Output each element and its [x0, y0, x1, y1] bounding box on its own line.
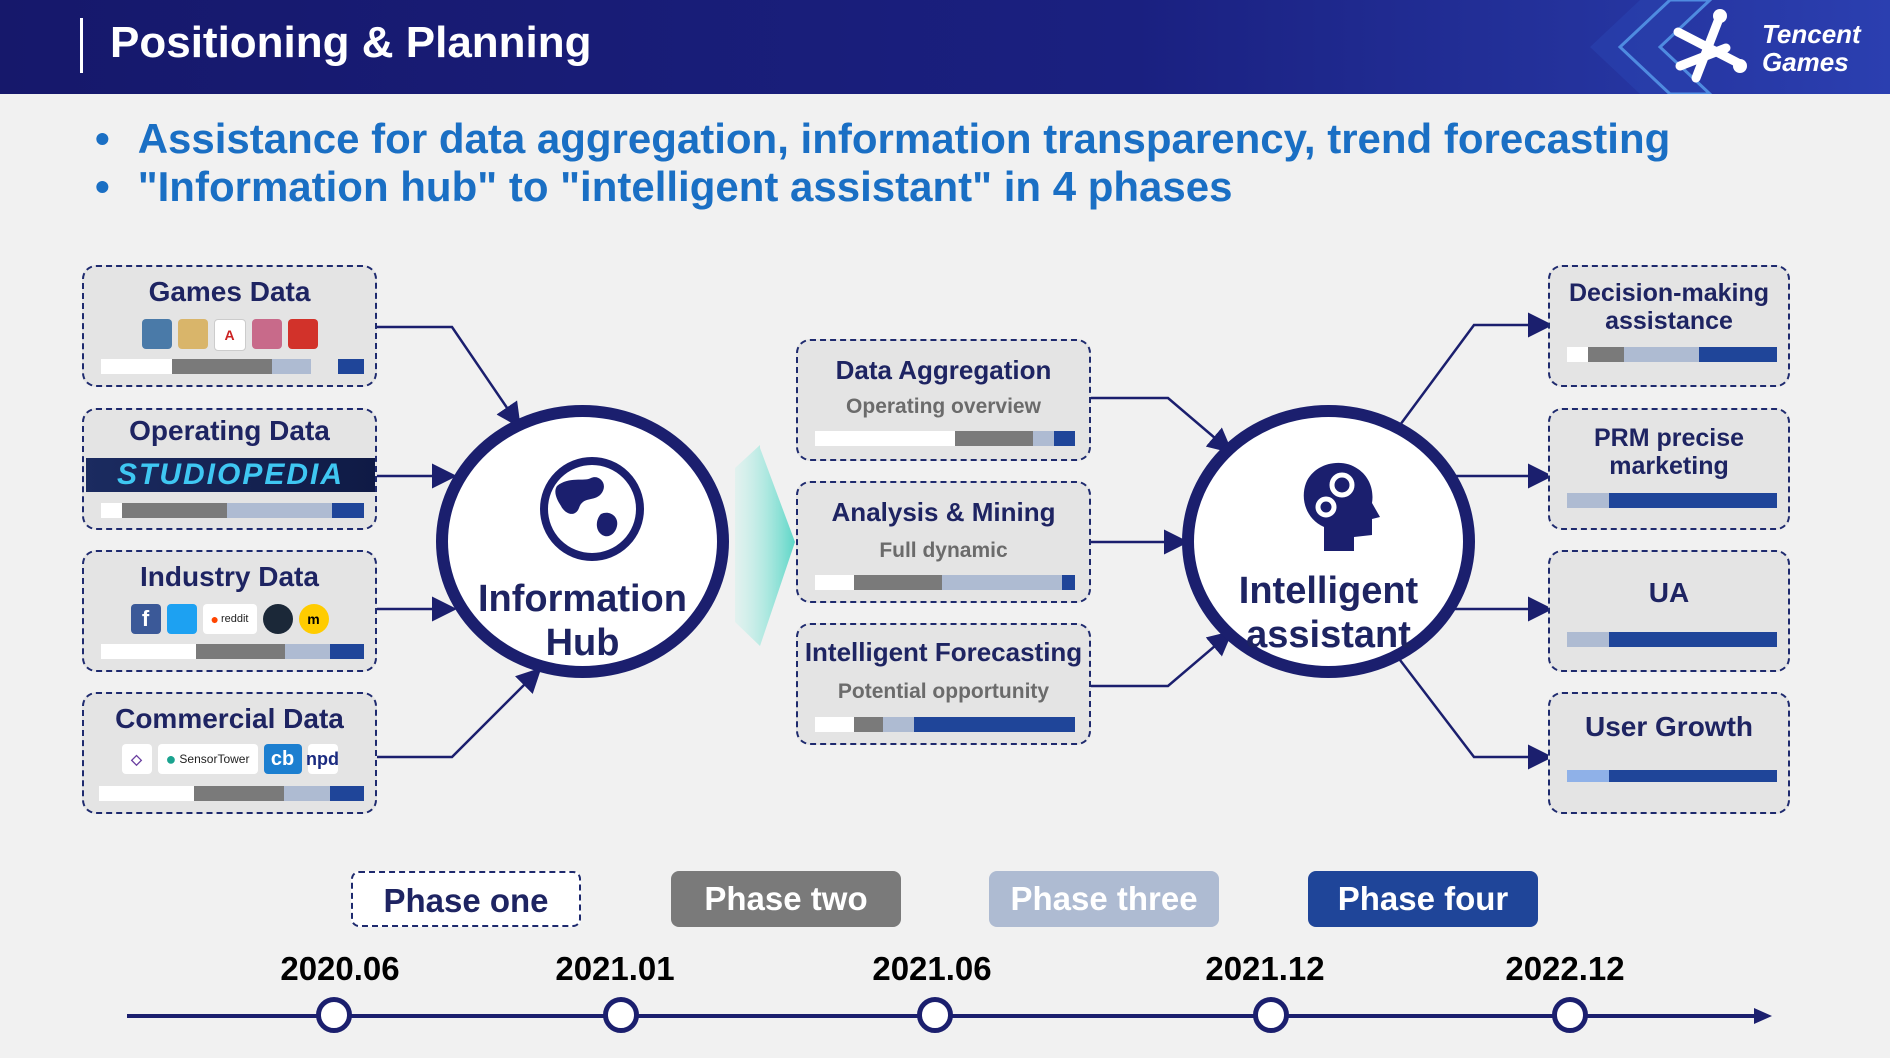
phase-one-label: Phase one [351, 871, 581, 927]
steam-icon [262, 604, 293, 634]
tencent-games-logo-icon [1673, 9, 1747, 83]
progress-bar [101, 359, 364, 374]
card-subtitle: Operating overview [846, 395, 1041, 418]
card-title-line-1: User Growth [1584, 711, 1754, 742]
card-operating-data: Operating Data STUDIOPEDIA [82, 408, 377, 530]
phase-four-label: Phase four [1308, 871, 1538, 927]
card-prm-marketing: PRM precise marketing [1548, 408, 1790, 530]
card-decision-making: Decision-making assistance [1548, 265, 1790, 387]
pubg-icon [141, 319, 172, 349]
timeline-node [1253, 997, 1289, 1033]
card-analysis-mining: Analysis & Mining Full dynamic [796, 481, 1091, 603]
metacritic-icon: m [298, 604, 329, 634]
card-title: Data Aggregation [835, 355, 1052, 385]
cb-icon: cb [263, 744, 302, 774]
progress-bar [99, 786, 364, 801]
card-title: Commercial Data [115, 703, 344, 734]
card-title-line-1: PRM precise [1593, 424, 1745, 452]
arknights-icon: A [213, 319, 246, 351]
card-industry-data: Industry Data f ●reddit m [82, 550, 377, 672]
card-title: Analysis & Mining [831, 497, 1056, 527]
card-data-aggregation: Data Aggregation Operating overview [796, 339, 1091, 461]
progress-bar [815, 431, 1075, 446]
progress-bar [1567, 632, 1777, 647]
progress-bar [1567, 493, 1777, 508]
progress-bar [101, 503, 364, 518]
industry-logo-row: f ●reddit m [84, 604, 375, 634]
card-commercial-data: Commercial Data ◇ ●SensorTower cb npd [82, 692, 377, 814]
timeline-node [603, 997, 639, 1033]
commercial-logo-row: ◇ ●SensorTower cb npd [84, 744, 375, 774]
timeline-date: 2022.12 [1505, 950, 1625, 987]
npd-icon: npd [306, 744, 339, 774]
card-ua: UA [1548, 550, 1790, 672]
bullet-1-text: Assistance for data aggregation, informa… [137, 115, 1671, 162]
card-title: Operating Data [129, 415, 330, 446]
card-subtitle: Potential opportunity [837, 680, 1050, 703]
timeline-date: 2021.01 [555, 950, 675, 987]
phase-three-label: Phase three [989, 871, 1219, 927]
studiopedia-banner: STUDIOPEDIA [86, 458, 375, 492]
timeline-node [917, 997, 953, 1033]
progress-bar [1567, 347, 1777, 362]
appannie-icon: ◇ [121, 744, 152, 774]
header-bar [0, 0, 1890, 94]
progress-bar [815, 575, 1075, 590]
timeline-date: 2020.06 [280, 950, 400, 987]
card-games-data: Games Data A [82, 265, 377, 387]
card-title-line-2: assistance [1605, 307, 1733, 335]
sensortower-text: SensorTower [179, 752, 250, 766]
timeline-date: 2021.06 [872, 950, 992, 987]
twitter-icon [166, 604, 197, 634]
card-title: Games Data [148, 276, 311, 307]
card-title: Intelligent Forecasting [804, 637, 1083, 667]
intelligent-assistant-circle: Intelligent assistant [1182, 405, 1475, 678]
assistant-label-line-1: Intelligent [1238, 570, 1419, 612]
assistant-label-line-2: assistant [1246, 614, 1411, 656]
timeline-node [1552, 997, 1588, 1033]
card-title-line-1: Decision-making [1568, 279, 1770, 307]
card-title: Industry Data [140, 561, 319, 592]
phase-two-label: Phase two [671, 871, 901, 927]
card-title-line-1: UA [1648, 577, 1690, 608]
bullet-1: •Assistance for data aggregation, inform… [95, 115, 1671, 162]
facebook-icon: f [130, 604, 161, 634]
reddit-text: reddit [220, 613, 249, 625]
brain-gears-icon [1303, 462, 1380, 551]
games-logo-row: A [84, 319, 375, 351]
flow-arrow-icon [735, 445, 795, 646]
card-subtitle: Full dynamic [879, 539, 1008, 562]
page-title: Positioning & Planning [110, 18, 592, 67]
sensortower-icon: ●SensorTower [157, 744, 258, 774]
progress-bar [1567, 770, 1777, 782]
timeline-date: 2021.12 [1205, 950, 1325, 987]
bullet-2-text: "Information hub" to "intelligent assist… [137, 163, 1233, 210]
genshin-icon [177, 319, 208, 349]
progress-bar [101, 644, 364, 659]
brand-line-2: Games [1762, 47, 1849, 77]
progress-bar [815, 717, 1075, 732]
brand-line-1: Tencent [1762, 19, 1861, 49]
timeline-node [316, 997, 352, 1033]
globe-icon [540, 457, 644, 561]
hub-label-line-2: Hub [545, 622, 620, 664]
header-divider [80, 18, 83, 73]
brand-name: Tencent Games [1762, 20, 1861, 76]
hub-label-line-1: Information [478, 578, 687, 620]
card-intelligent-forecasting: Intelligent Forecasting Potential opport… [796, 623, 1091, 745]
red-game-icon [287, 319, 318, 349]
card-user-growth: User Growth [1548, 692, 1790, 814]
information-hub-circle: Information Hub [436, 405, 729, 678]
honkai-icon [251, 319, 282, 349]
bullet-2: •"Information hub" to "intelligent assis… [95, 163, 1233, 210]
card-title-line-2: marketing [1609, 452, 1729, 480]
reddit-icon: ●reddit [202, 604, 257, 634]
